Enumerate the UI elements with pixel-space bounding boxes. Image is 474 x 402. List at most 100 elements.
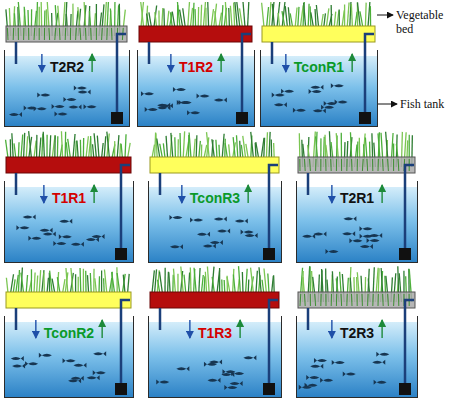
plant bbox=[304, 294, 306, 306]
plant bbox=[216, 140, 217, 158]
plant bbox=[300, 294, 302, 306]
plant bbox=[273, 143, 275, 158]
flow-arrow-up bbox=[381, 320, 382, 338]
plant bbox=[263, 138, 265, 158]
fish bbox=[37, 93, 50, 98]
plant bbox=[18, 142, 20, 158]
plant bbox=[98, 276, 100, 293]
plant bbox=[52, 135, 55, 158]
fish bbox=[321, 105, 334, 110]
fish bbox=[367, 238, 380, 243]
flow-arrow-down bbox=[189, 320, 190, 338]
plant bbox=[188, 272, 189, 293]
fish bbox=[53, 241, 66, 246]
plant bbox=[215, 11, 217, 27]
fish bbox=[309, 89, 322, 94]
plant bbox=[341, 294, 343, 306]
plant bbox=[157, 138, 160, 158]
fish bbox=[23, 215, 36, 220]
plant bbox=[309, 159, 311, 171]
plant bbox=[207, 2, 209, 27]
plant bbox=[198, 7, 200, 27]
plant bbox=[147, 13, 149, 27]
plant bbox=[233, 137, 235, 158]
fish bbox=[349, 238, 362, 243]
aquaponic-unit bbox=[5, 2, 129, 126]
plant bbox=[104, 269, 106, 293]
fish bbox=[78, 89, 91, 94]
fish bbox=[372, 360, 385, 365]
fish bbox=[170, 244, 183, 249]
fish-tank: T2R3 bbox=[296, 316, 418, 398]
plant bbox=[123, 275, 125, 293]
plant bbox=[13, 279, 15, 293]
pump-pipe bbox=[117, 34, 126, 113]
aquaponic-unit bbox=[149, 266, 281, 397]
plant bbox=[382, 294, 384, 306]
fish bbox=[272, 92, 285, 97]
fish bbox=[145, 107, 158, 112]
plant bbox=[347, 3, 349, 27]
plant bbox=[355, 12, 357, 27]
plant bbox=[93, 269, 95, 293]
plant bbox=[222, 5, 223, 27]
plant bbox=[97, 136, 99, 158]
flow-arrow-up bbox=[381, 185, 382, 203]
plant bbox=[183, 131, 184, 158]
pump bbox=[115, 383, 127, 395]
flow-arrow-up bbox=[93, 185, 94, 203]
plant bbox=[80, 140, 82, 158]
plant bbox=[189, 132, 191, 158]
plant bbox=[90, 136, 92, 158]
fish bbox=[208, 378, 221, 383]
plant bbox=[321, 14, 323, 27]
aquaponic-unit bbox=[297, 266, 417, 397]
plant bbox=[152, 270, 154, 293]
plant bbox=[242, 272, 244, 293]
plant bbox=[262, 3, 264, 27]
plant bbox=[171, 133, 173, 158]
plant bbox=[101, 271, 102, 293]
plant bbox=[212, 139, 215, 158]
drain-pipe bbox=[15, 42, 18, 64]
plant bbox=[44, 28, 45, 40]
plant bbox=[194, 268, 196, 293]
plant bbox=[325, 159, 326, 171]
plant bbox=[212, 267, 214, 293]
plant bbox=[170, 12, 173, 27]
plant bbox=[54, 135, 56, 158]
plant bbox=[314, 9, 316, 27]
plant bbox=[211, 9, 213, 27]
plant bbox=[180, 10, 183, 27]
fish bbox=[176, 366, 189, 371]
plant bbox=[114, 141, 115, 158]
plant bbox=[85, 271, 87, 293]
vegetable-bed bbox=[298, 292, 415, 308]
fish bbox=[306, 375, 319, 380]
plant bbox=[337, 11, 339, 27]
plant bbox=[378, 159, 379, 171]
plant bbox=[157, 270, 159, 293]
plant bbox=[256, 271, 257, 293]
plant bbox=[6, 278, 8, 293]
flow-arrow-down bbox=[35, 320, 36, 338]
plant bbox=[174, 137, 176, 158]
plant bbox=[200, 5, 202, 27]
treatment-label: T1R2 bbox=[179, 59, 213, 75]
plant bbox=[357, 159, 358, 171]
water bbox=[149, 187, 281, 262]
fish bbox=[12, 363, 25, 368]
treatment-label: T2R2 bbox=[50, 59, 84, 75]
plant bbox=[308, 4, 310, 27]
plant bbox=[225, 143, 227, 158]
plant bbox=[70, 28, 71, 40]
fish bbox=[87, 375, 100, 380]
fish bbox=[331, 83, 344, 88]
flow-arrow-down bbox=[41, 54, 42, 72]
plant bbox=[26, 136, 27, 158]
plant bbox=[346, 159, 347, 171]
plant bbox=[273, 275, 275, 293]
fish bbox=[9, 112, 22, 117]
pump bbox=[399, 248, 411, 260]
